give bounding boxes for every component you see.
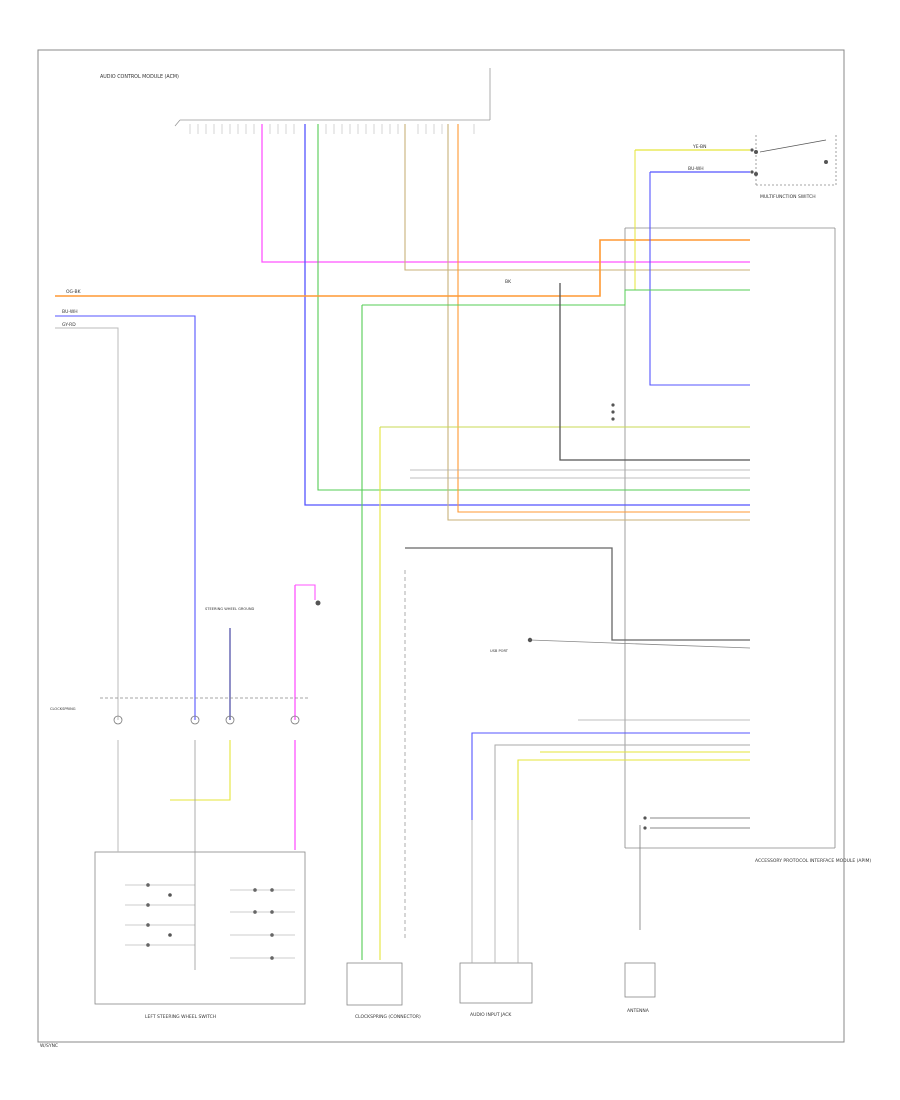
apim-pins (528, 148, 754, 830)
audio-input-jack: AUDIO INPUT JACK (459, 820, 533, 1018)
wire-magenta-sw2 (295, 584, 316, 600)
instrument-connector: CLOCKSPRING (CONNECTOR) (346, 570, 421, 1020)
wire-label-blue-top: BU-WH (688, 166, 704, 172)
wire-tan-2 (447, 124, 750, 521)
instrument-connector-label: CLOCKSPRING (CONNECTOR) (355, 1014, 421, 1020)
clockspring: CLOCKSPRING (50, 697, 310, 725)
wire-dark-2 (405, 547, 750, 641)
multifunction-switch: MULTIFUNCTION SWITCH (754, 135, 837, 200)
left-steering-switch-label: LEFT STEERING WHEEL SWITCH (145, 1014, 216, 1020)
antenna-label: ANTENNA (627, 1008, 650, 1014)
audio-control-label: AUDIO CONTROL MODULE (ACM) (100, 74, 179, 80)
steering-ground: STEERING WHEEL GROUND (205, 600, 321, 611)
wire-blue-jack (471, 732, 750, 820)
wire-blue-left (55, 315, 196, 720)
wire-blue-1 (304, 124, 750, 506)
usb-port: USB PORT (490, 637, 533, 653)
clockspring-label: CLOCKSPRING (50, 707, 76, 711)
wire-label-grayred: GY-RD (62, 322, 76, 328)
wire-gray-left (55, 327, 119, 720)
wire-green-h (362, 289, 750, 306)
steering-ground-label: STEERING WHEEL GROUND (205, 607, 255, 611)
wire-label-yellow: YE-BN (692, 144, 707, 150)
audio-control-module: AUDIO CONTROL MODULE (ACM) (100, 68, 491, 134)
audio-input-jack-label: AUDIO INPUT JACK (470, 1012, 512, 1018)
wire-gray-5 (529, 639, 751, 649)
wire-yellow-sw (170, 740, 231, 801)
left-steering-wheel-switch: LEFT STEERING WHEEL SWITCH (94, 740, 306, 1020)
diagram-border (37, 49, 845, 1043)
wire-orange-1 (55, 239, 750, 297)
wire-gray-jack (494, 744, 750, 820)
corner-mark: W/SYNC (40, 1043, 58, 1049)
wire-pink-1 (261, 124, 750, 263)
wire-orange-2 (457, 124, 750, 513)
apim-module: ACCESSORY PROTOCOL INTERFACE MODULE (API… (624, 227, 871, 864)
multifunction-switch-label: MULTIFUNCTION SWITCH (760, 194, 816, 200)
antenna: ANTENNA (624, 962, 656, 1014)
wire-dark-1 (559, 283, 750, 461)
wire-label-black: BK (505, 279, 512, 285)
wire-yellow-jack (517, 759, 750, 820)
wire-green-1 (317, 124, 750, 491)
apim-label: ACCESSORY PROTOCOL INTERFACE MODULE (API… (755, 858, 871, 864)
wire-label-blue: BU-WH (62, 309, 78, 315)
wire-blue-top-v (649, 172, 750, 386)
usb-port-label: USB PORT (490, 649, 509, 653)
wire-label-orange: OG-BK (66, 289, 82, 295)
